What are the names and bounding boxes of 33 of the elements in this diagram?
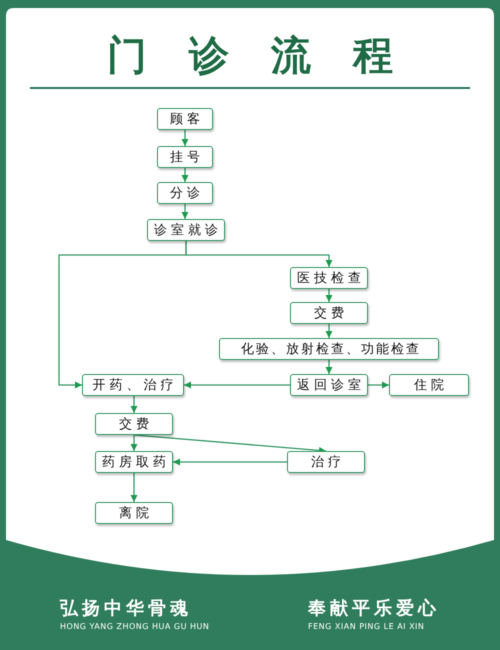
- process-box: 住院: [389, 374, 469, 396]
- process-box: 治疗: [287, 451, 365, 473]
- process-box: 药房取药: [95, 451, 173, 473]
- process-box: 医技检查: [290, 267, 368, 289]
- process-box: 分诊: [157, 182, 213, 204]
- process-box: 交费: [290, 302, 368, 324]
- slogan: 弘扬中华骨魂: [60, 597, 192, 620]
- arrow: [134, 434, 326, 454]
- arrow: [184, 382, 290, 388]
- slogan: 奉献平乐爱心: [308, 597, 440, 620]
- process-box: 离院: [95, 502, 173, 524]
- process-box: 挂号: [157, 146, 213, 168]
- arrow: [326, 289, 332, 302]
- arrow: [182, 168, 188, 182]
- process-box: 诊室就诊: [147, 219, 225, 241]
- arrow: [326, 324, 332, 338]
- title: 门诊流程: [106, 32, 436, 81]
- process-box: 顾客: [157, 108, 213, 130]
- arrow: [130, 473, 138, 502]
- pinyin-caption: FENG XIAN PING LE AI XIN: [308, 622, 424, 631]
- process-box: 化验、放射检查、功能检查: [219, 338, 439, 360]
- arrow: [130, 396, 138, 413]
- arrow: [182, 130, 188, 146]
- arrow: [368, 382, 389, 388]
- process-box: 返回诊室: [290, 374, 368, 396]
- arrow: [58, 241, 187, 388]
- process-box: 交费: [95, 413, 173, 435]
- arrow: [130, 435, 138, 451]
- process-box: 开药、治疗: [82, 374, 184, 396]
- arrow: [182, 204, 188, 219]
- pinyin-caption: HONG YANG ZHONG HUA GU HUN: [60, 622, 210, 631]
- arrow: [326, 360, 332, 374]
- arrow: [173, 458, 287, 466]
